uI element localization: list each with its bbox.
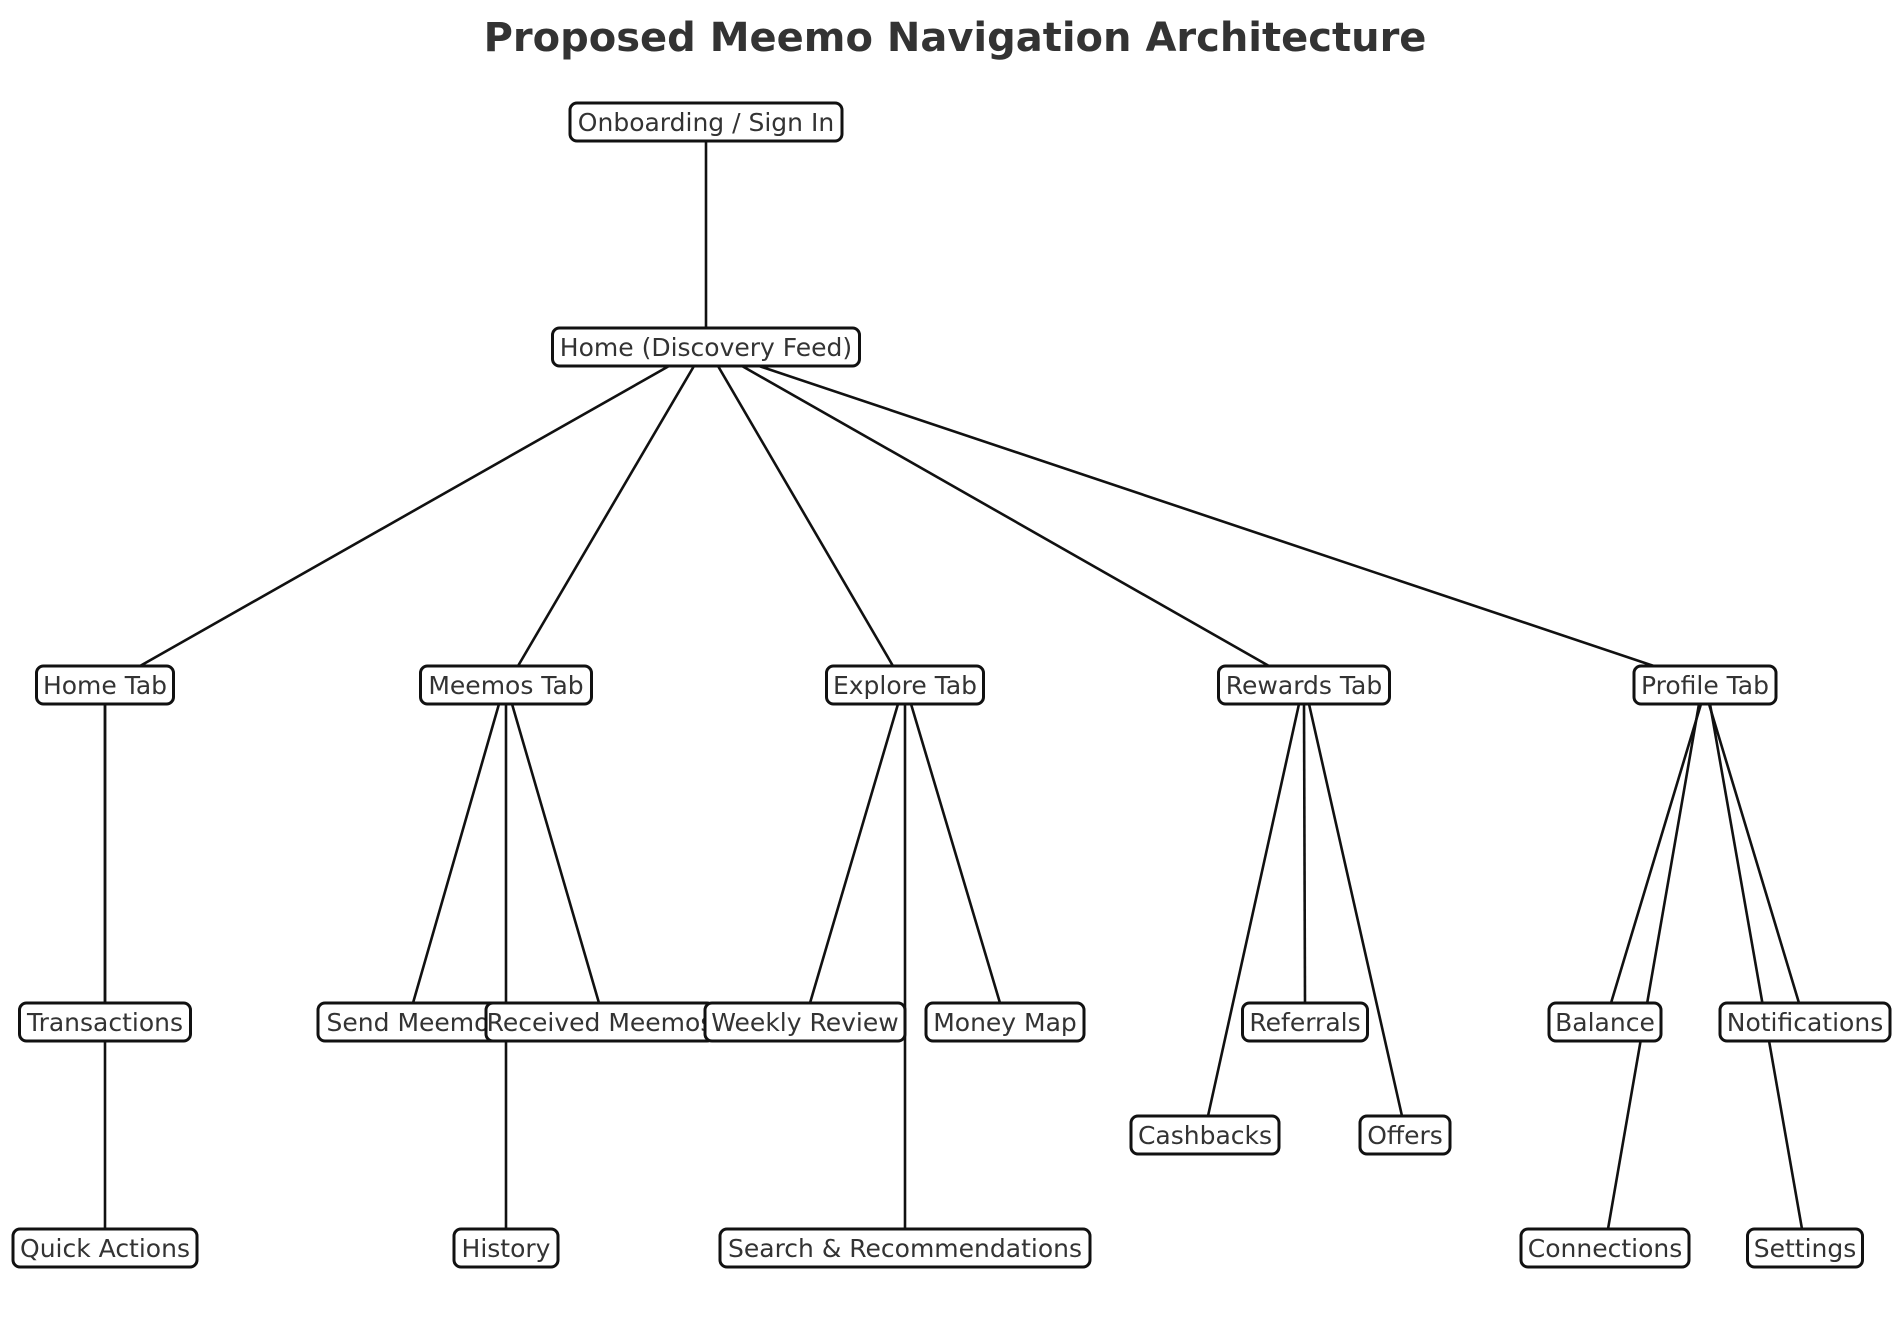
node-label: Home (Discovery Feed) [560,333,852,362]
node-transactions: Transactions [18,1001,192,1043]
node-home-tab: Home Tab [35,664,175,706]
edge-profile-tab-to-settings [1708,703,1804,1230]
node-quick-actions: Quick Actions [11,1227,199,1269]
node-label: Rewards Tab [1226,671,1382,700]
edge-home-feed-to-explore-tab [716,365,895,667]
node-box [1217,664,1391,706]
node-box [703,1001,907,1043]
node-home-feed: Home (Discovery Feed) [551,326,861,368]
node-box [18,1001,192,1043]
node-label: Send Meemo [327,1008,490,1037]
node-label: Notifications [1727,1008,1883,1037]
node-label: Transactions [26,1008,183,1037]
node-label: History [462,1234,551,1263]
node-box [452,1227,560,1269]
node-label: Money Map [933,1008,1077,1037]
node-box [35,664,175,706]
node-label: Search & Recommendations [728,1234,1082,1263]
node-box [1358,1114,1452,1156]
node-label: Settings [1754,1234,1857,1263]
edge-home-feed-to-rewards-tab [741,364,1270,668]
node-box [1746,1227,1864,1269]
edge-profile-tab-to-balance [1609,703,1703,1004]
node-money-map: Money Map [924,1001,1086,1043]
node-box [1129,1114,1281,1156]
node-label: Balance [1555,1008,1655,1037]
node-profile-tab: Profile Tab [1632,664,1778,706]
node-box [825,664,985,706]
node-box [551,326,861,368]
node-label: Weekly Review [711,1008,898,1037]
node-label: Offers [1367,1121,1443,1150]
node-label: Referrals [1249,1008,1360,1037]
node-label: Quick Actions [20,1234,190,1263]
edge-home-feed-to-meemos-tab [516,365,696,667]
node-label: Connections [1528,1234,1682,1263]
node-box [568,101,844,143]
edge-home-feed-to-profile-tab [758,364,1655,668]
node-label: Home Tab [43,671,167,700]
node-send-meemo: Send Meemo [316,1001,500,1043]
node-label: Received Meemos [487,1008,714,1037]
diagram-title: Proposed Meemo Navigation Architecture [484,15,1427,61]
edge-profile-tab-to-notifications [1707,703,1801,1004]
node-box [1718,1001,1892,1043]
node-layer: Onboarding / Sign In Home (Discovery Feed… [11,101,1892,1269]
node-box [924,1001,1086,1043]
node-received-meemos: Received Meemos [484,1001,716,1043]
edge-profile-tab-to-connections [1606,703,1701,1230]
edge-rewards-tab-to-referrals [1302,703,1307,1004]
node-rewards-tab: Rewards Tab [1217,664,1391,706]
node-connections: Connections [1519,1227,1691,1269]
edge-meemos-tab-to-send-meemo [411,703,501,1004]
node-box [1547,1001,1663,1043]
node-box [718,1227,1092,1269]
edge-home-feed-to-home-tab [139,364,670,668]
node-label: Meemos Tab [428,671,583,700]
node-box [1519,1227,1691,1269]
node-referrals: Referrals [1241,1001,1369,1043]
node-label: Onboarding / Sign In [578,108,834,137]
node-meemos-tab: Meemos Tab [419,664,593,706]
edge-rewards-tab-to-cashbacks [1206,703,1301,1117]
node-cashbacks: Cashbacks [1129,1114,1281,1156]
node-box [419,664,593,706]
node-box [1632,664,1778,706]
node-label: Explore Tab [833,671,977,700]
node-balance: Balance [1547,1001,1663,1043]
node-onboarding: Onboarding / Sign In [568,101,844,143]
edge-explore-tab-to-weekly-review [808,703,900,1004]
node-label: Profile Tab [1641,671,1769,700]
node-explore-tab: Explore Tab [825,664,985,706]
node-notifications: Notifications [1718,1001,1892,1043]
node-label: Cashbacks [1138,1121,1272,1150]
node-weekly-review: Weekly Review [703,1001,907,1043]
node-settings: Settings [1746,1227,1864,1269]
edge-layer [103,141,1804,1230]
edge-rewards-tab-to-offers [1307,703,1404,1117]
node-history: History [452,1227,560,1269]
node-box [1241,1001,1369,1043]
edge-meemos-tab-to-received-meemos [510,703,601,1004]
node-search-recs: Search & Recommendations [718,1227,1092,1269]
edge-explore-tab-to-money-map [909,703,1002,1004]
node-box [11,1227,199,1269]
node-offers: Offers [1358,1114,1452,1156]
